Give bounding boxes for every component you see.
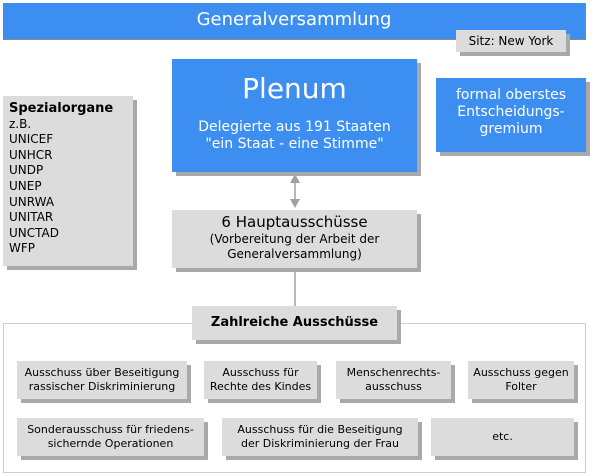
formal-line-2: Entscheidungs- bbox=[457, 104, 565, 120]
committee-box: Ausschuss für die Beseitigung der Diskri… bbox=[222, 418, 418, 456]
committee-box: Menschenrechts- ausschuss bbox=[336, 361, 451, 399]
committee-line: rassischer Diskriminierung bbox=[28, 380, 176, 393]
committee-line: der Diskriminierung der Frau bbox=[240, 437, 400, 450]
committee-box: Ausschuss gegen Folter bbox=[468, 361, 574, 399]
spezialorgane-item: UNDP bbox=[9, 163, 44, 178]
spezialorgane-item: UNCTAD bbox=[9, 225, 59, 240]
hauptausschuesse-box: 6 Hauptausschüsse (Vorbereitung der Arbe… bbox=[172, 210, 417, 268]
arrow-down-icon bbox=[290, 199, 300, 208]
spezialorgane-box: Spezialorgane z.B. UNICEF UNHCR UNDP UNE… bbox=[3, 96, 133, 266]
committee-line: Sonderausschuss für friedens- bbox=[27, 423, 194, 436]
formal-line-1: formal oberstes bbox=[455, 87, 567, 103]
committee-box: Ausschuss über Beseitigung rassischer Di… bbox=[17, 361, 187, 399]
spezialorgane-item: z.B. bbox=[9, 116, 32, 131]
committee-line: Ausschuss für die Beseitigung bbox=[237, 423, 403, 436]
committee-box: etc. bbox=[431, 418, 574, 456]
spezialorgane-heading: Spezialorgane bbox=[9, 101, 114, 116]
spezialorgane-item: WFP bbox=[9, 241, 36, 256]
committee-line: Folter bbox=[505, 380, 537, 393]
committee-box: Ausschuss für Rechte des Kindes bbox=[204, 361, 317, 399]
formal-line-3: gremium bbox=[479, 121, 543, 137]
page-title: Generalversammlung bbox=[196, 9, 392, 30]
seat-label: Sitz: New York bbox=[456, 30, 566, 52]
hauptausschuesse-line-1: (Vorbereitung der Arbeit der bbox=[209, 232, 380, 246]
spezialorgane-item: UNITAR bbox=[9, 210, 54, 225]
plenum-delegates: Delegierte aus 191 Staaten bbox=[198, 119, 391, 135]
committee-line: Ausschuss über Beseitigung bbox=[24, 366, 180, 379]
arrow-up-icon bbox=[290, 174, 300, 183]
spezialorgane-item: UNEP bbox=[9, 178, 42, 193]
hauptausschuesse-line-2: Generalversammlung) bbox=[227, 247, 362, 261]
committee-line: etc. bbox=[492, 430, 513, 443]
plenum-title: Plenum bbox=[242, 72, 347, 105]
committee-line: ausschuss bbox=[365, 380, 422, 393]
formal-note-box: formal oberstes Entscheidungs- gremium bbox=[436, 78, 586, 152]
committee-line: Ausschuss für bbox=[222, 366, 299, 379]
hauptausschuesse-title: 6 Hauptausschüsse bbox=[221, 213, 368, 231]
spezialorgane-item: UNRWA bbox=[9, 194, 55, 209]
committee-line: Ausschuss gegen bbox=[473, 366, 569, 379]
spezialorgane-item: UNICEF bbox=[9, 132, 54, 147]
plenum-vote-rule: "ein Staat - eine Stimme" bbox=[205, 136, 384, 152]
committee-box: Sonderausschuss für friedens- sichernde … bbox=[17, 418, 204, 456]
zahlreiche-ausschuesse-box: Zahlreiche Ausschüsse bbox=[192, 306, 397, 340]
title-bar: Generalversammlung bbox=[3, 3, 586, 40]
plenum-box: Plenum Delegierte aus 191 Staaten "ein S… bbox=[172, 59, 417, 172]
committee-line: sichernde Operationen bbox=[47, 437, 174, 450]
spezialorgane-item: UNHCR bbox=[9, 147, 53, 162]
committee-line: Rechte des Kindes bbox=[209, 380, 312, 393]
committee-line: Menschenrechts- bbox=[346, 366, 441, 379]
